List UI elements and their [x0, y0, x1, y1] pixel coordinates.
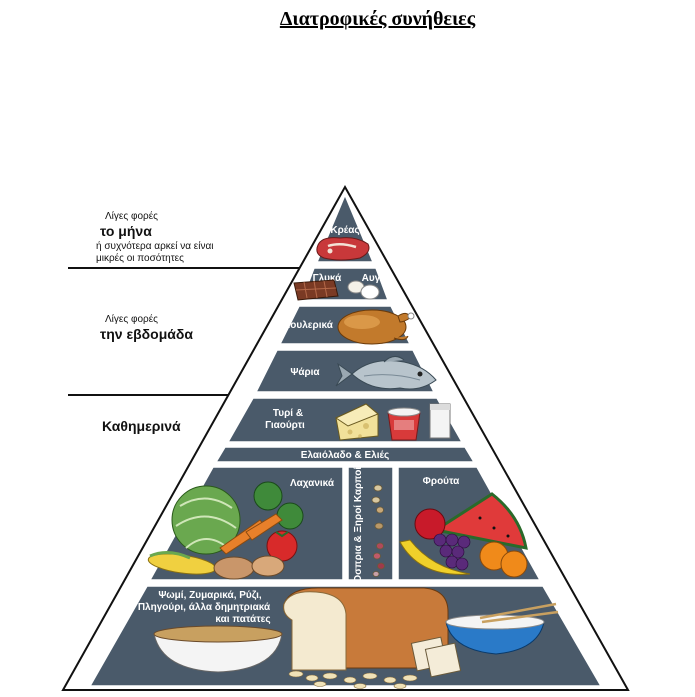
page-title: Διατροφικές συνήθειες: [279, 8, 476, 30]
beans-icon: [371, 484, 385, 577]
watermelon-icon: [432, 492, 528, 550]
chocolate-icon: [293, 279, 339, 301]
weekly-label-2: την εβδομάδα: [100, 326, 193, 342]
weekly-label-1: Λίγες φορές: [105, 314, 158, 325]
monthly-divider: [68, 267, 300, 269]
tier-label-poultry: Πουλερικά: [283, 320, 334, 331]
tier-label-sweets: Γλυκά: [313, 273, 342, 284]
eggs-icon: [347, 280, 380, 300]
crackers-icon: [410, 636, 462, 678]
tier-label-vegetables: Λαχανικά: [290, 478, 335, 489]
tier-label-legumes: Όσπρια & Ξηροί Καρποί: [353, 467, 364, 585]
daily-label: Καθημερινά: [102, 418, 181, 434]
tier-label-grains-2: Πληγούρι, άλλα δημητριακά: [138, 602, 271, 613]
orange-icon: [479, 541, 528, 578]
monthly-label-1: Λίγες φορές: [105, 211, 158, 222]
monthly-label-2: το μήνα: [100, 223, 152, 239]
bread-icon: [283, 587, 449, 671]
tier-label-meat: Κρέας: [330, 225, 359, 236]
tier-label-fish: Ψάρια: [290, 367, 320, 378]
milk-icon: [429, 403, 451, 439]
tomato-icon: [266, 530, 298, 562]
fish-icon: [335, 356, 437, 390]
chicken-icon: [337, 309, 415, 345]
steak-icon: [316, 237, 370, 261]
tier-label-fruits: Φρούτα: [423, 476, 461, 487]
cabbage-icon: [171, 485, 241, 555]
tier-label-oil: Ελαιόλαδο & Ελιές: [301, 450, 389, 461]
weekly-divider: [68, 394, 240, 396]
tier-oil: [214, 446, 476, 463]
cheese-icon: [334, 403, 379, 441]
banana-icon: [399, 539, 471, 575]
pasta-icon: [288, 670, 418, 689]
carrot-icon: [219, 513, 283, 555]
monthly-label-3: ή συχνότερα αρκεί να είναι: [96, 241, 214, 252]
tier-legumes: [347, 466, 394, 581]
rice-bowl-icon: [445, 602, 559, 655]
yogurt-icon: [387, 407, 421, 441]
potato-icon: [213, 555, 285, 580]
apple-icon: [414, 508, 446, 540]
tier-label-dairy-1: Τυρί &: [273, 408, 303, 419]
grapes-icon: [433, 533, 471, 571]
tier-label-grains-3: και πατάτες: [215, 614, 270, 625]
tier-label-grains-1: Ψωμί, Ζυμαρικά, Ρύζι,: [158, 590, 262, 601]
tier-label-eggs: Αυγά: [362, 273, 388, 284]
monthly-label-4: μικρές οι ποσότητες: [96, 253, 184, 264]
cereal-bowl-icon: [153, 625, 283, 673]
tier-label-dairy-2: Γιαούρτι: [265, 420, 305, 431]
